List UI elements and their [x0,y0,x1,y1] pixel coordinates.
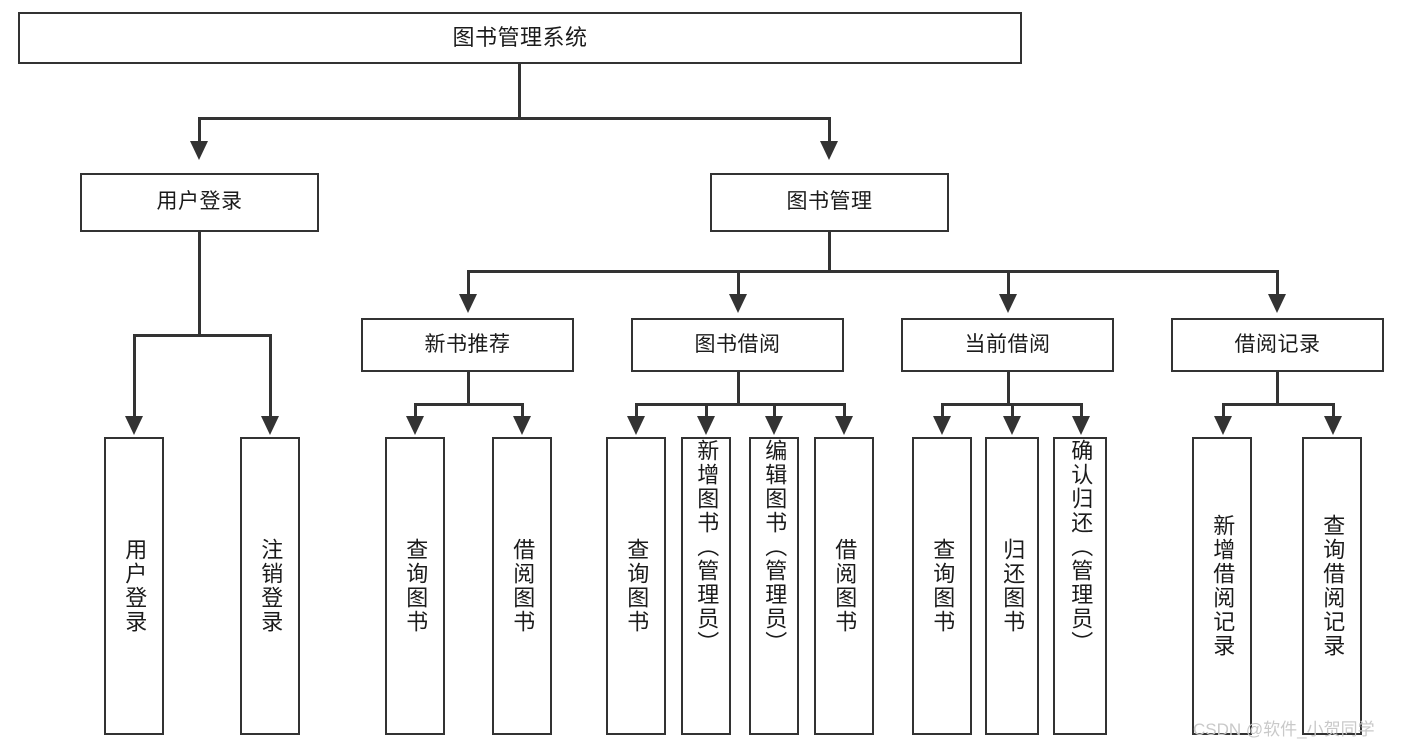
arrowhead-book-borrow [729,294,747,313]
arrowhead-current-borrow [999,294,1017,313]
leaf-confirm-return-admin[interactable]: 确认归还（管理员） [1053,437,1107,735]
leaf-borrow-book-recommend[interactable]: 借阅图书 [492,437,552,735]
connector-drop-book-borrow-1 [635,403,638,418]
connector-current-borrow-stem [1007,372,1010,405]
arrowhead-leaf-borrow-book-a [513,416,531,435]
node-label: 新书推荐 [424,332,511,356]
leaf-edit-book-admin[interactable]: 编辑图书（管理员） [749,437,799,735]
node-label: 用户登录 [122,538,148,634]
node-label: 注销登录 [258,538,284,634]
node-borrow-record[interactable]: 借阅记录 [1171,318,1384,372]
arrowhead-new-book-recommend [459,294,477,313]
connector-drop-new-book-1 [414,403,417,418]
node-root-system[interactable]: 图书管理系统 [18,12,1022,64]
arrowhead-leaf-confirm-return [1072,416,1090,435]
connector-drop-borrow-record-2 [1332,403,1335,418]
connector-drop-current-borrow-2 [1011,403,1014,418]
node-label: 查询图书 [403,538,429,634]
node-label: 图书管理 [786,190,873,214]
arrowhead-leaf-edit-book [765,416,783,435]
connector-user-login-stem [198,232,201,336]
node-book-borrow[interactable]: 图书借阅 [631,318,844,372]
leaf-return-book[interactable]: 归还图书 [985,437,1039,735]
node-label: 当前借阅 [964,332,1051,356]
node-label: 查询图书 [930,538,956,634]
node-label: 确认归还（管理员） [1068,439,1094,655]
connector-drop-book-borrow-2 [705,403,708,418]
arrowhead-leaf-query-record [1324,416,1342,435]
arrowhead-leaf-logout [261,416,279,435]
node-label: 图书借阅 [694,332,781,356]
arrowhead-leaf-return-book [1003,416,1021,435]
node-label: 新增借阅记录 [1210,514,1236,658]
node-user-login[interactable]: 用户登录 [80,173,319,232]
leaf-add-borrow-record[interactable]: 新增借阅记录 [1192,437,1252,735]
connector-book-borrow-bus [635,403,846,406]
connector-level1-bus [198,117,831,120]
leaf-query-book-borrow[interactable]: 查询图书 [606,437,666,735]
leaf-logout[interactable]: 注销登录 [240,437,300,735]
node-label: 借阅图书 [832,538,858,634]
node-label: 新增图书（管理员） [694,439,720,655]
connector-drop-level2-2 [737,270,740,296]
connector-book-borrow-stem [737,372,740,405]
node-label: 归还图书 [1000,538,1026,634]
connector-level1-drop-user [198,117,201,143]
connector-drop-level2-3 [1007,270,1010,296]
connector-new-book-bus [414,403,524,406]
connector-drop-user-login-1 [133,334,136,418]
leaf-add-book-admin[interactable]: 新增图书（管理员） [681,437,731,735]
connector-level1-drop-book [828,117,831,143]
connector-drop-borrow-record-1 [1222,403,1225,418]
connector-borrow-record-bus [1222,403,1335,406]
connector-drop-book-borrow-3 [773,403,776,418]
connector-new-book-stem [467,372,470,405]
node-new-book-recommend[interactable]: 新书推荐 [361,318,574,372]
leaf-query-book-current[interactable]: 查询图书 [912,437,972,735]
node-label: 查询图书 [624,538,650,634]
connector-drop-current-borrow-3 [1080,403,1083,418]
leaf-query-book-recommend[interactable]: 查询图书 [385,437,445,735]
arrowhead-leaf-borrow-book-b [835,416,853,435]
leaf-borrow-book[interactable]: 借阅图书 [814,437,874,735]
node-label: 借阅记录 [1234,332,1321,356]
arrowhead-book-manage [820,141,838,160]
arrowhead-leaf-user-login [125,416,143,435]
connector-level2-bus [467,270,1278,273]
arrowhead-leaf-add-book [697,416,715,435]
connector-user-login-bus [133,334,272,337]
node-label: 图书管理系统 [452,25,588,51]
arrowhead-leaf-query-book-c [933,416,951,435]
arrowhead-borrow-record [1268,294,1286,313]
node-label: 查询借阅记录 [1320,514,1346,658]
connector-drop-level2-4 [1276,270,1279,296]
node-current-borrow[interactable]: 当前借阅 [901,318,1114,372]
node-book-management[interactable]: 图书管理 [710,173,949,232]
connector-drop-new-book-2 [521,403,524,418]
leaf-user-login[interactable]: 用户登录 [104,437,164,735]
node-label: 编辑图书（管理员） [762,439,788,655]
connector-drop-current-borrow-1 [941,403,944,418]
arrowhead-leaf-query-book-a [406,416,424,435]
arrowhead-leaf-query-book-b [627,416,645,435]
arrowhead-user-login [190,141,208,160]
connector-root-stem [518,64,521,119]
connector-borrow-record-stem [1276,372,1279,405]
leaf-query-borrow-record[interactable]: 查询借阅记录 [1302,437,1362,735]
connector-drop-book-borrow-4 [843,403,846,418]
connector-drop-user-login-2 [269,334,272,418]
node-label: 借阅图书 [510,538,536,634]
connector-drop-level2-1 [467,270,470,296]
connector-book-manage-stem [828,232,831,273]
node-label: 用户登录 [156,190,243,214]
arrowhead-leaf-add-record [1214,416,1232,435]
